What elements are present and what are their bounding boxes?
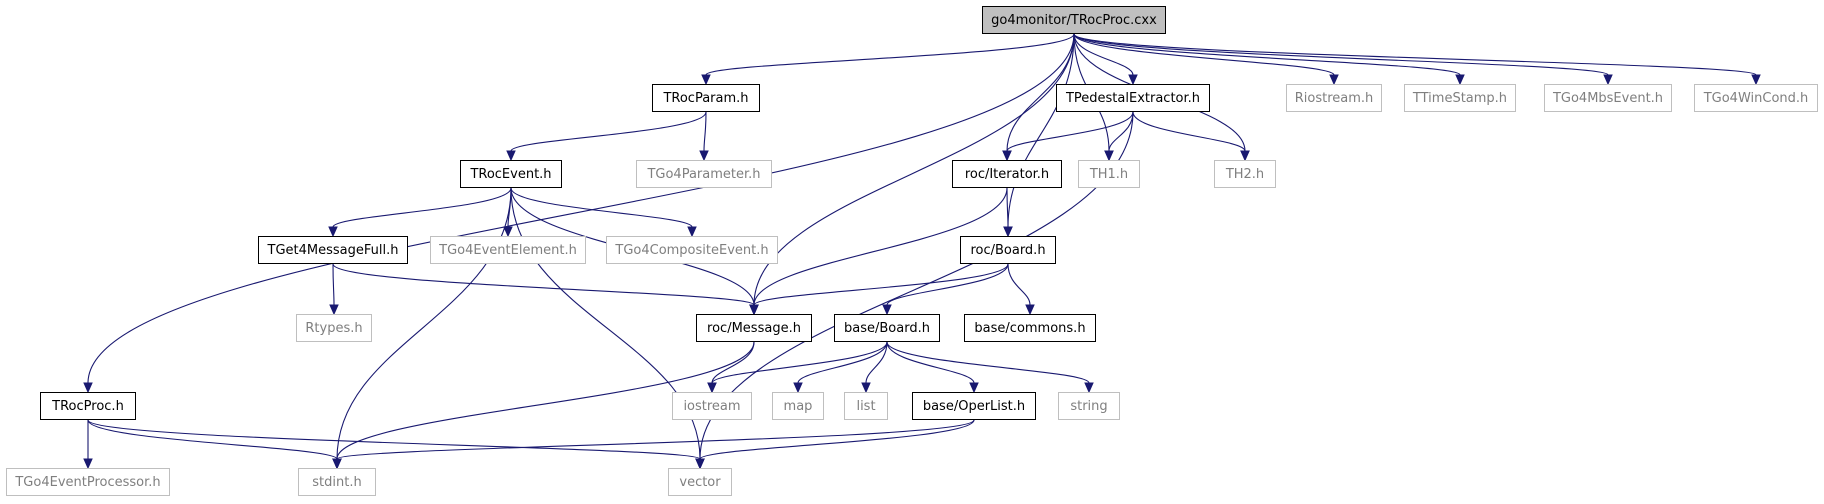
node-rocmessage[interactable]: roc/Message.h xyxy=(696,314,812,342)
node-baseoperlist[interactable]: base/OperList.h xyxy=(912,392,1036,420)
node-tgo4wincond: TGo4WinCond.h xyxy=(1694,84,1818,112)
arrowhead-trocparam-troevent xyxy=(506,150,516,162)
arrowhead-baseboard-map xyxy=(793,382,803,394)
node-vector: vector xyxy=(668,468,732,496)
edge-troevent-tget4msg xyxy=(332,187,512,228)
node-ttimestamp: TTimeStamp.h xyxy=(1404,84,1516,112)
edge-rocboard-rocmessage xyxy=(753,263,1009,306)
edge-rocboard-baseboard xyxy=(886,263,1009,306)
arrowhead-baseboard-string xyxy=(1084,382,1094,394)
edge-root-rocboard xyxy=(1007,33,1075,228)
edge-tget4msg-rtypes xyxy=(332,263,335,306)
node-troevent[interactable]: TRocEvent.h xyxy=(460,160,562,188)
edge-baseoperlist-vector xyxy=(699,419,975,460)
edge-baseoperlist-stdint xyxy=(336,419,975,460)
arrowhead-trocproc-vector xyxy=(695,458,705,470)
arrowhead-root-tgo4wincond xyxy=(1751,74,1761,86)
edge-rociterator-rocmessage xyxy=(753,187,1008,306)
edge-rocboard-basecommons xyxy=(1007,263,1031,306)
arrowhead-root-trocproc xyxy=(83,382,93,394)
edge-troevent-stdint xyxy=(336,187,512,460)
arrowhead-baseboard-iostream xyxy=(707,382,717,394)
arrowhead-root-trocparam xyxy=(701,74,711,86)
edge-tpedestal-th2 xyxy=(1132,111,1246,152)
edge-trocproc-vector xyxy=(87,419,701,460)
node-tgo4parameter: TGo4Parameter.h xyxy=(636,160,772,188)
node-trocproc[interactable]: TRocProc.h xyxy=(40,392,136,420)
edge-rociterator-rocboard xyxy=(1006,187,1009,228)
node-baseboard[interactable]: base/Board.h xyxy=(834,314,940,342)
arrowhead-tget4msg-rtypes xyxy=(329,304,339,316)
arrowhead-root-tpedestal xyxy=(1128,74,1138,86)
node-string: string xyxy=(1058,392,1120,420)
edge-baseboard-map xyxy=(797,341,888,384)
node-th1: TH1.h xyxy=(1078,160,1140,188)
edge-root-trocproc xyxy=(87,33,1075,384)
edge-root-ttimestamp xyxy=(1073,33,1461,76)
edge-root-trocparam xyxy=(705,33,1075,76)
node-riostream: Riostream.h xyxy=(1286,84,1382,112)
node-map: map xyxy=(772,392,824,420)
node-root: go4monitor/TRocProc.cxx xyxy=(982,6,1166,34)
node-tget4msg[interactable]: TGet4MessageFull.h xyxy=(258,236,408,264)
node-stdint: stdint.h xyxy=(298,468,376,496)
arrowhead-baseboard-baseoperlist xyxy=(969,382,979,394)
edge-baseboard-baseoperlist xyxy=(886,341,975,384)
arrowhead-trocproc-stdint xyxy=(332,458,342,470)
edge-trocparam-troevent xyxy=(510,111,707,152)
arrowhead-baseboard-list xyxy=(861,382,871,394)
edge-root-riostream xyxy=(1073,33,1335,76)
edge-root-tgo4mbsevent xyxy=(1073,33,1609,76)
edge-root-tpedestal xyxy=(1073,33,1134,76)
edge-baseboard-list xyxy=(865,341,888,384)
node-basecommons[interactable]: base/commons.h xyxy=(964,314,1096,342)
arrowhead-rociterator-rocboard xyxy=(1003,226,1013,238)
node-tgo4eventelement: TGo4EventElement.h xyxy=(430,236,586,264)
arrowhead-rocboard-baseboard xyxy=(882,304,892,316)
arrowhead-trocparam-tgo4parameter xyxy=(699,150,709,162)
node-th2: TH2.h xyxy=(1214,160,1276,188)
edge-trocparam-tgo4parameter xyxy=(703,111,707,152)
node-tgo4eventproc: TGo4EventProcessor.h xyxy=(6,468,170,496)
node-tpedestal[interactable]: TPedestalExtractor.h xyxy=(1056,84,1210,112)
arrowhead-troevent-tget4msg xyxy=(328,226,338,238)
edge-troevent-tgo4composite xyxy=(510,187,693,228)
edge-tget4msg-rocmessage xyxy=(332,263,755,306)
node-tgo4composite: TGo4CompositeEvent.h xyxy=(606,236,778,264)
edge-trocproc-stdint xyxy=(87,419,338,460)
arrowhead-trocproc-tgo4eventproc xyxy=(83,458,93,470)
edge-root-tgo4wincond xyxy=(1073,33,1757,76)
arrowhead-root-tgo4mbsevent xyxy=(1603,74,1613,86)
arrowhead-rocboard-rocmessage xyxy=(749,304,759,316)
node-tgo4mbsevent: TGo4MbsEvent.h xyxy=(1544,84,1672,112)
arrowhead-root-ttimestamp xyxy=(1455,74,1465,86)
node-rtypes: Rtypes.h xyxy=(296,314,372,342)
arrowhead-tpedestal-th2 xyxy=(1240,150,1250,162)
arrowhead-troevent-tgo4composite xyxy=(687,226,697,238)
arrowhead-troevent-tgo4eventelement xyxy=(503,226,513,238)
node-list: list xyxy=(844,392,888,420)
arrowhead-tpedestal-rociterator xyxy=(1002,150,1012,162)
edge-baseboard-iostream xyxy=(711,341,888,384)
arrowhead-rocboard-basecommons xyxy=(1025,304,1035,316)
edge-tpedestal-rociterator xyxy=(1006,111,1134,152)
node-trocparam[interactable]: TRocParam.h xyxy=(652,84,760,112)
node-iostream: iostream xyxy=(672,392,752,420)
arrowhead-tpedestal-th1 xyxy=(1104,150,1114,162)
arrowhead-root-riostream xyxy=(1329,74,1339,86)
edge-root-rociterator xyxy=(1006,33,1075,152)
edge-baseboard-string xyxy=(886,341,1090,384)
node-rociterator[interactable]: roc/Iterator.h xyxy=(952,160,1062,188)
node-rocboard[interactable]: roc/Board.h xyxy=(960,236,1056,264)
